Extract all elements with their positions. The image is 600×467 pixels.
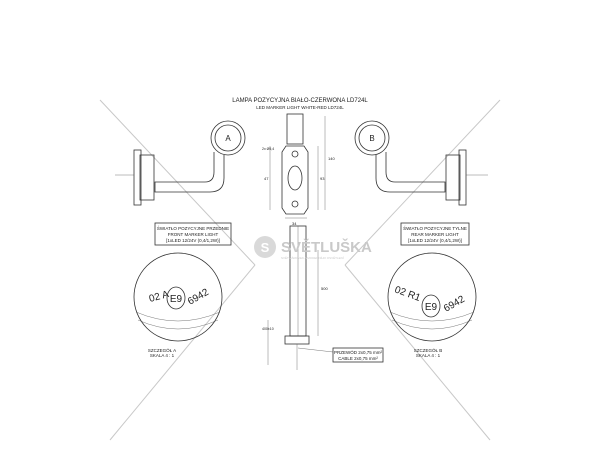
dim-holes: 2x Ø5,4 <box>262 147 274 151</box>
svg-text:CABLE 2x0,75 mm²: CABLE 2x0,75 mm² <box>338 356 378 361</box>
svg-text:S: S <box>261 240 270 255</box>
dim-width: 34 <box>292 221 297 226</box>
svg-text:[1xLED 12/24V (0,4/1,2W)]: [1xLED 12/24V (0,4/1,2W)] <box>408 238 462 243</box>
svg-text:02 A: 02 A <box>148 289 171 305</box>
watermark-logo: S SVĚTLUŠKA SVĚT ŽÁROVEK A MODERNÍHO OSV… <box>254 236 372 260</box>
front-label-box: ŚWIATŁO POZYCYJNE PRZEDNIE FRONT MARKER … <box>154 222 232 246</box>
dim-inner: 93 <box>320 176 325 181</box>
svg-text:E9: E9 <box>425 302 438 313</box>
dim-hole-spacing: 47 <box>264 176 269 181</box>
svg-text:6942: 6942 <box>186 287 211 308</box>
svg-text:SZCZEGÓŁ B: SZCZEGÓŁ B <box>414 347 443 353</box>
svg-text:ŚWIATŁO POZYCYJNE PRZEDNIE: ŚWIATŁO POZYCYJNE PRZEDNIE <box>157 224 229 231</box>
svg-text:FRONT MARKER LIGHT: FRONT MARKER LIGHT <box>168 232 219 237</box>
rear-lamp-mark: B <box>369 134 374 143</box>
cable-label-box: PRZEWÓD 2x0,75 mm² CABLE 2x0,75 mm² <box>297 347 384 363</box>
front-lamp-mark: A <box>225 134 231 143</box>
detail-b: 02 R1 E9 6942 SZCZEGÓŁ B SKALA 4 : 1 <box>387 252 477 358</box>
watermark-tagline: SVĚT ŽÁROVEK A MODERNÍHO OSVĚTLENÍ <box>281 255 344 260</box>
svg-text:E9: E9 <box>170 294 183 305</box>
dim-cable-end: 400±10 <box>262 327 274 331</box>
rear-lamp-view: B <box>354 120 488 206</box>
svg-text:[1xLED 12/24V (0,4/1,2W)]: [1xLED 12/24V (0,4/1,2W)] <box>166 238 220 243</box>
svg-text:SKALA 4 : 1: SKALA 4 : 1 <box>150 353 175 358</box>
rear-label-box: ŚWIATŁO POZYCYJNE TYLNE REAR MARKER LIGH… <box>400 222 470 246</box>
title-en: LED MARKER LIGHT WHITE-RED LD724L <box>256 105 344 110</box>
svg-text:PRZEWÓD 2x0,75 mm²: PRZEWÓD 2x0,75 mm² <box>334 349 383 355</box>
dim-height: 140 <box>328 156 335 161</box>
center-side-view: 140 93 2x Ø5,4 47 34 500 400±10 <box>262 113 335 370</box>
svg-text:REAR MARKER LIGHT: REAR MARKER LIGHT <box>411 232 459 237</box>
front-lamp-view: A <box>115 120 246 206</box>
detail-a: 02 A E9 6942 SZCZEGÓŁ A SKALA 4 : 1 <box>133 252 223 358</box>
watermark-lines <box>99 99 501 441</box>
dim-cable-length: 500 <box>321 286 328 291</box>
svg-text:6942: 6942 <box>442 294 467 315</box>
svg-text:SKALA 4 : 1: SKALA 4 : 1 <box>416 353 441 358</box>
title-pl: LAMPA POZYCYJNA BIAŁO-CZERWONA LD724L <box>232 98 368 104</box>
watermark-brand: SVĚTLUŠKA <box>281 238 372 256</box>
svg-text:SZCZEGÓŁ A: SZCZEGÓŁ A <box>148 347 176 353</box>
svg-text:02 R1: 02 R1 <box>393 284 422 304</box>
svg-text:ŚWIATŁO POZYCYJNE TYLNE: ŚWIATŁO POZYCYJNE TYLNE <box>403 224 467 231</box>
